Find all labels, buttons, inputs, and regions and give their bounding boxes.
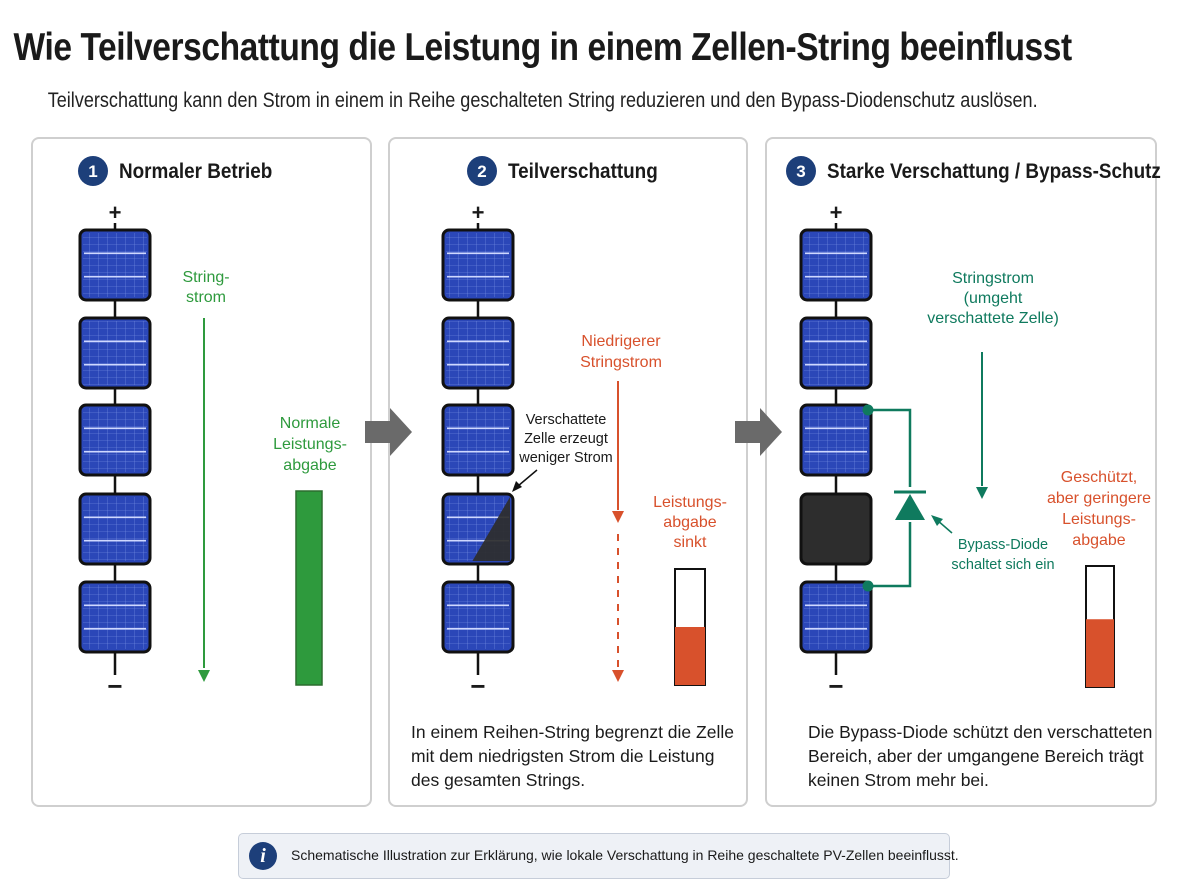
panel-3-current-label-line-1: Stringstrom [952,270,1034,287]
page-subtitle: Teilverschattung kann den Strom in einem… [47,89,1038,112]
panel-1-current-label-line-2: strom [186,289,226,306]
panel-2-output-bar-fill [675,627,705,685]
panel-3-solar-cell-1-grid [804,233,868,297]
panel-3-bypass-node-top [862,404,874,416]
panel-2-note: In einem Reihen-String begrenzt die Zell… [411,722,734,790]
panel-2-reduced-current-arrowhead [612,670,624,682]
panel-3-bypass-wire-bottom [868,522,912,588]
panel-1-output-label-line-1: Normale [280,415,341,432]
panel-2-callout-line [517,469,538,487]
panel-1-current-label-line-1: String- [182,269,229,286]
info-icon: i [249,842,277,870]
panel-2-solar-cell-1-grid [446,233,510,297]
panel-3-diode-pointer-head [931,515,943,526]
panel-3-output-label-line-1: Geschützt, [1061,469,1137,486]
panel-3-terminal-plus: + [830,200,843,225]
panel-2-solar-cell-3-grid [446,408,510,472]
panel-2-callout-arrowhead [512,481,522,492]
panel-1-terminal-minus: − [107,671,122,701]
panel-1-output-label-line-3: abgabe [283,457,336,474]
panel-2-solar-cell-5-grid [446,585,510,649]
panel-3-heading: Starke Verschattung / Bypass-Schutz [827,160,1161,183]
panel-3-output-bar-fill [1086,619,1114,687]
panel-transition-arrow-1 [365,408,412,456]
panel-2-shaded-cell-label-line-3: weniger Strom [518,450,612,466]
panel-3-bypass-diode-icon [895,494,925,520]
panel-2-heading: Teilverschattung [508,160,658,183]
panel-3-bypass-wire-top [868,408,912,487]
panel-3-solar-cell-3-grid [804,408,868,472]
panel-3-number: 3 [796,162,805,181]
panel-2-solar-cell-2-grid [446,321,510,385]
panel-2-shaded-cell-label-line-2: Zelle erzeugt [524,431,608,447]
panel-1-solar-cell-5-grid [83,585,147,649]
panel-3-diode-label-line-1: Bypass-Diode [958,537,1048,553]
panel-1-output-label-line-2: Leistungs- [273,436,347,453]
panel-3-note: Die Bypass-Diode schützt den verschattet… [808,722,1153,790]
panel-3-terminal-minus: − [828,671,843,701]
panel-1-output-bar-fill [295,490,323,686]
panel-1-terminal-plus: + [109,200,122,225]
panel-3-current-label-line-2: (umgeht [964,290,1023,307]
panel-2-shadow-overlay [472,497,510,561]
panel-1-solar-cell-2-grid [83,321,147,385]
panel-3-solar-cell-5-grid [804,585,868,649]
footer-text: Schematische Illustration zur Erklärung,… [291,847,959,863]
panel-2-number-badge [467,156,497,186]
panel-3-number-badge [786,156,816,186]
panel-1-current-arrowhead [198,670,210,682]
panel-2-current-label-line-1: Niedrigerer [581,333,661,350]
panel-2-output-label-line-3: sinkt [674,534,707,551]
panel-1-solar-cell-4-grid [83,497,147,561]
panel-3-current-arrowhead [976,487,988,499]
panel-1-solar-cell-3-grid [83,408,147,472]
panel-3-output-label-line-2: aber geringere [1047,490,1151,507]
panel-3-bypass-node-bottom [862,580,874,592]
panel-1-number-badge [78,156,108,186]
panel-2-number: 2 [477,162,486,181]
panel-2-output-label-line-1: Leistungs- [653,494,727,511]
panel-3-output-label-line-3: Leistungs- [1062,511,1136,528]
panel-3-shaded-solar-cell [799,492,873,566]
panel-3-current-label-line-3: verschattete Zelle) [927,310,1059,327]
panel-2-current-arrowhead [612,511,624,523]
panel-1-heading: Normaler Betrieb [119,160,272,183]
panel-1-number: 1 [88,162,97,181]
panel-2-shaded-cell-label-line-1: Verschattete [526,412,607,428]
panel-2-output-label-line-2: abgabe [663,514,716,531]
panel-3-solar-cell-2-grid [804,321,868,385]
panel-1-solar-cell-1-grid [83,233,147,297]
panel-3-output-label-line-4: abgabe [1072,532,1125,549]
panel-3-diode-label-line-2: schaltet sich ein [951,557,1054,573]
panel-2-terminal-plus: + [472,200,485,225]
footer-info-box: i Schematische Illustration zur Erklärun… [238,833,959,879]
page-title: Wie Teilverschattung die Leistung in ein… [13,26,1073,69]
panel-2-current-label-line-2: Stringstrom [580,354,662,371]
panel-2-terminal-minus: − [470,671,485,701]
panel-transition-arrow-2 [735,408,782,456]
